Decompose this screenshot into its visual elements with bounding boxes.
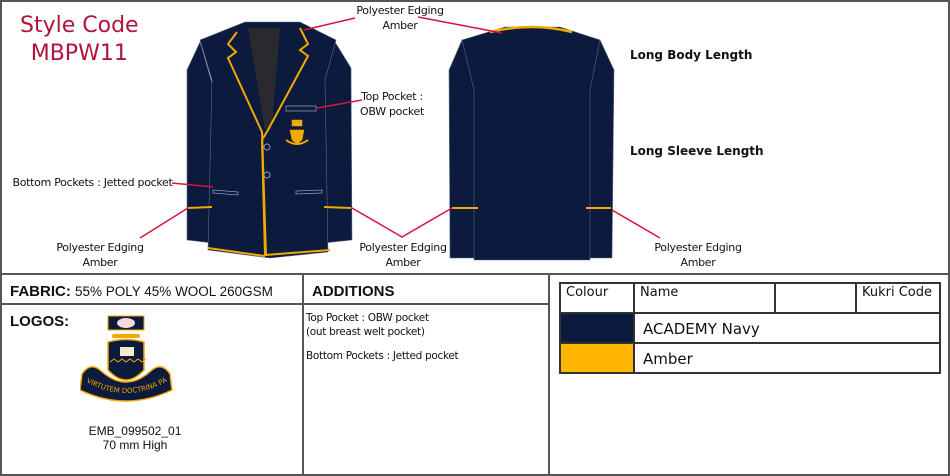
fabric-value: 55% POLY 45% WOOL 260GSM [75, 284, 273, 299]
label-line: Amber [385, 256, 421, 269]
top-pocket-label: Top Pocket : OBW pocket [352, 89, 432, 119]
label-line: Amber [680, 256, 716, 269]
divider [0, 303, 549, 305]
label-line: Amber [382, 19, 418, 32]
style-code: Style Code MBPW11 [20, 12, 139, 68]
style-code-value: MBPW11 [30, 41, 128, 66]
colour-table: Colour Name Kukri Code ACADEMY Navy Ambe… [559, 282, 941, 374]
colour-name: Amber [633, 342, 941, 374]
logos-label: LOGOS: [10, 313, 70, 330]
divider [302, 273, 304, 476]
logo-code: EMB_099502_01 [88, 424, 182, 438]
label-line: Polyester Edging [359, 241, 447, 254]
colour-table-header: Colour Name Kukri Code [559, 282, 941, 314]
back-jacket [448, 25, 615, 261]
fabric-section: FABRIC: 55% POLY 45% WOOL 260GSM [10, 283, 273, 300]
front-jacket [186, 21, 353, 259]
fabric-label: FABRIC: [10, 283, 71, 300]
sleeve-length-label: Long Sleeve Length [630, 144, 764, 158]
colour-row: Amber [559, 342, 941, 374]
colour-name: ACADEMY Navy [633, 312, 941, 344]
label-line: Top Pocket : [361, 90, 423, 103]
callout-lines [139, 16, 661, 239]
logo-caption: EMB_099502_01 70 mm High [60, 424, 210, 452]
school-crest-logo: VIRTUTEM DOCTRINA PARAT [80, 312, 173, 402]
additions-label: ADDITIONS [312, 283, 395, 300]
header-name: Name [633, 282, 776, 314]
style-code-label: Style Code [20, 13, 139, 38]
label-line: Polyester Edging [356, 4, 444, 17]
label-line: OBW pocket [359, 105, 424, 118]
header-kukri-code: Kukri Code [855, 282, 941, 314]
label-line: Polyester Edging [654, 241, 742, 254]
addition-line: (out breast welt pocket) [306, 326, 425, 338]
addition-line: Top Pocket : OBW pocket [306, 312, 429, 324]
label-line: Amber [82, 256, 118, 269]
header-colour: Colour [559, 282, 635, 314]
bottom-pockets-label: Bottom Pockets : Jetted pocket [12, 176, 173, 189]
additions-text: Top Pocket : OBW pocket (out breast welt… [306, 311, 459, 363]
logo-size: 70 mm High [102, 438, 168, 452]
label-line: Polyester Edging [56, 241, 144, 254]
colour-swatch-amber [559, 342, 635, 374]
divider [548, 273, 550, 476]
body-length-label: Long Body Length [630, 48, 753, 62]
colour-row: ACADEMY Navy [559, 312, 941, 344]
divider [0, 273, 950, 275]
addition-line: Bottom Pockets : Jetted pocket [306, 350, 459, 362]
header-blank [774, 282, 857, 314]
colour-swatch-navy [559, 312, 635, 344]
jacket-illustrations [139, 16, 661, 261]
